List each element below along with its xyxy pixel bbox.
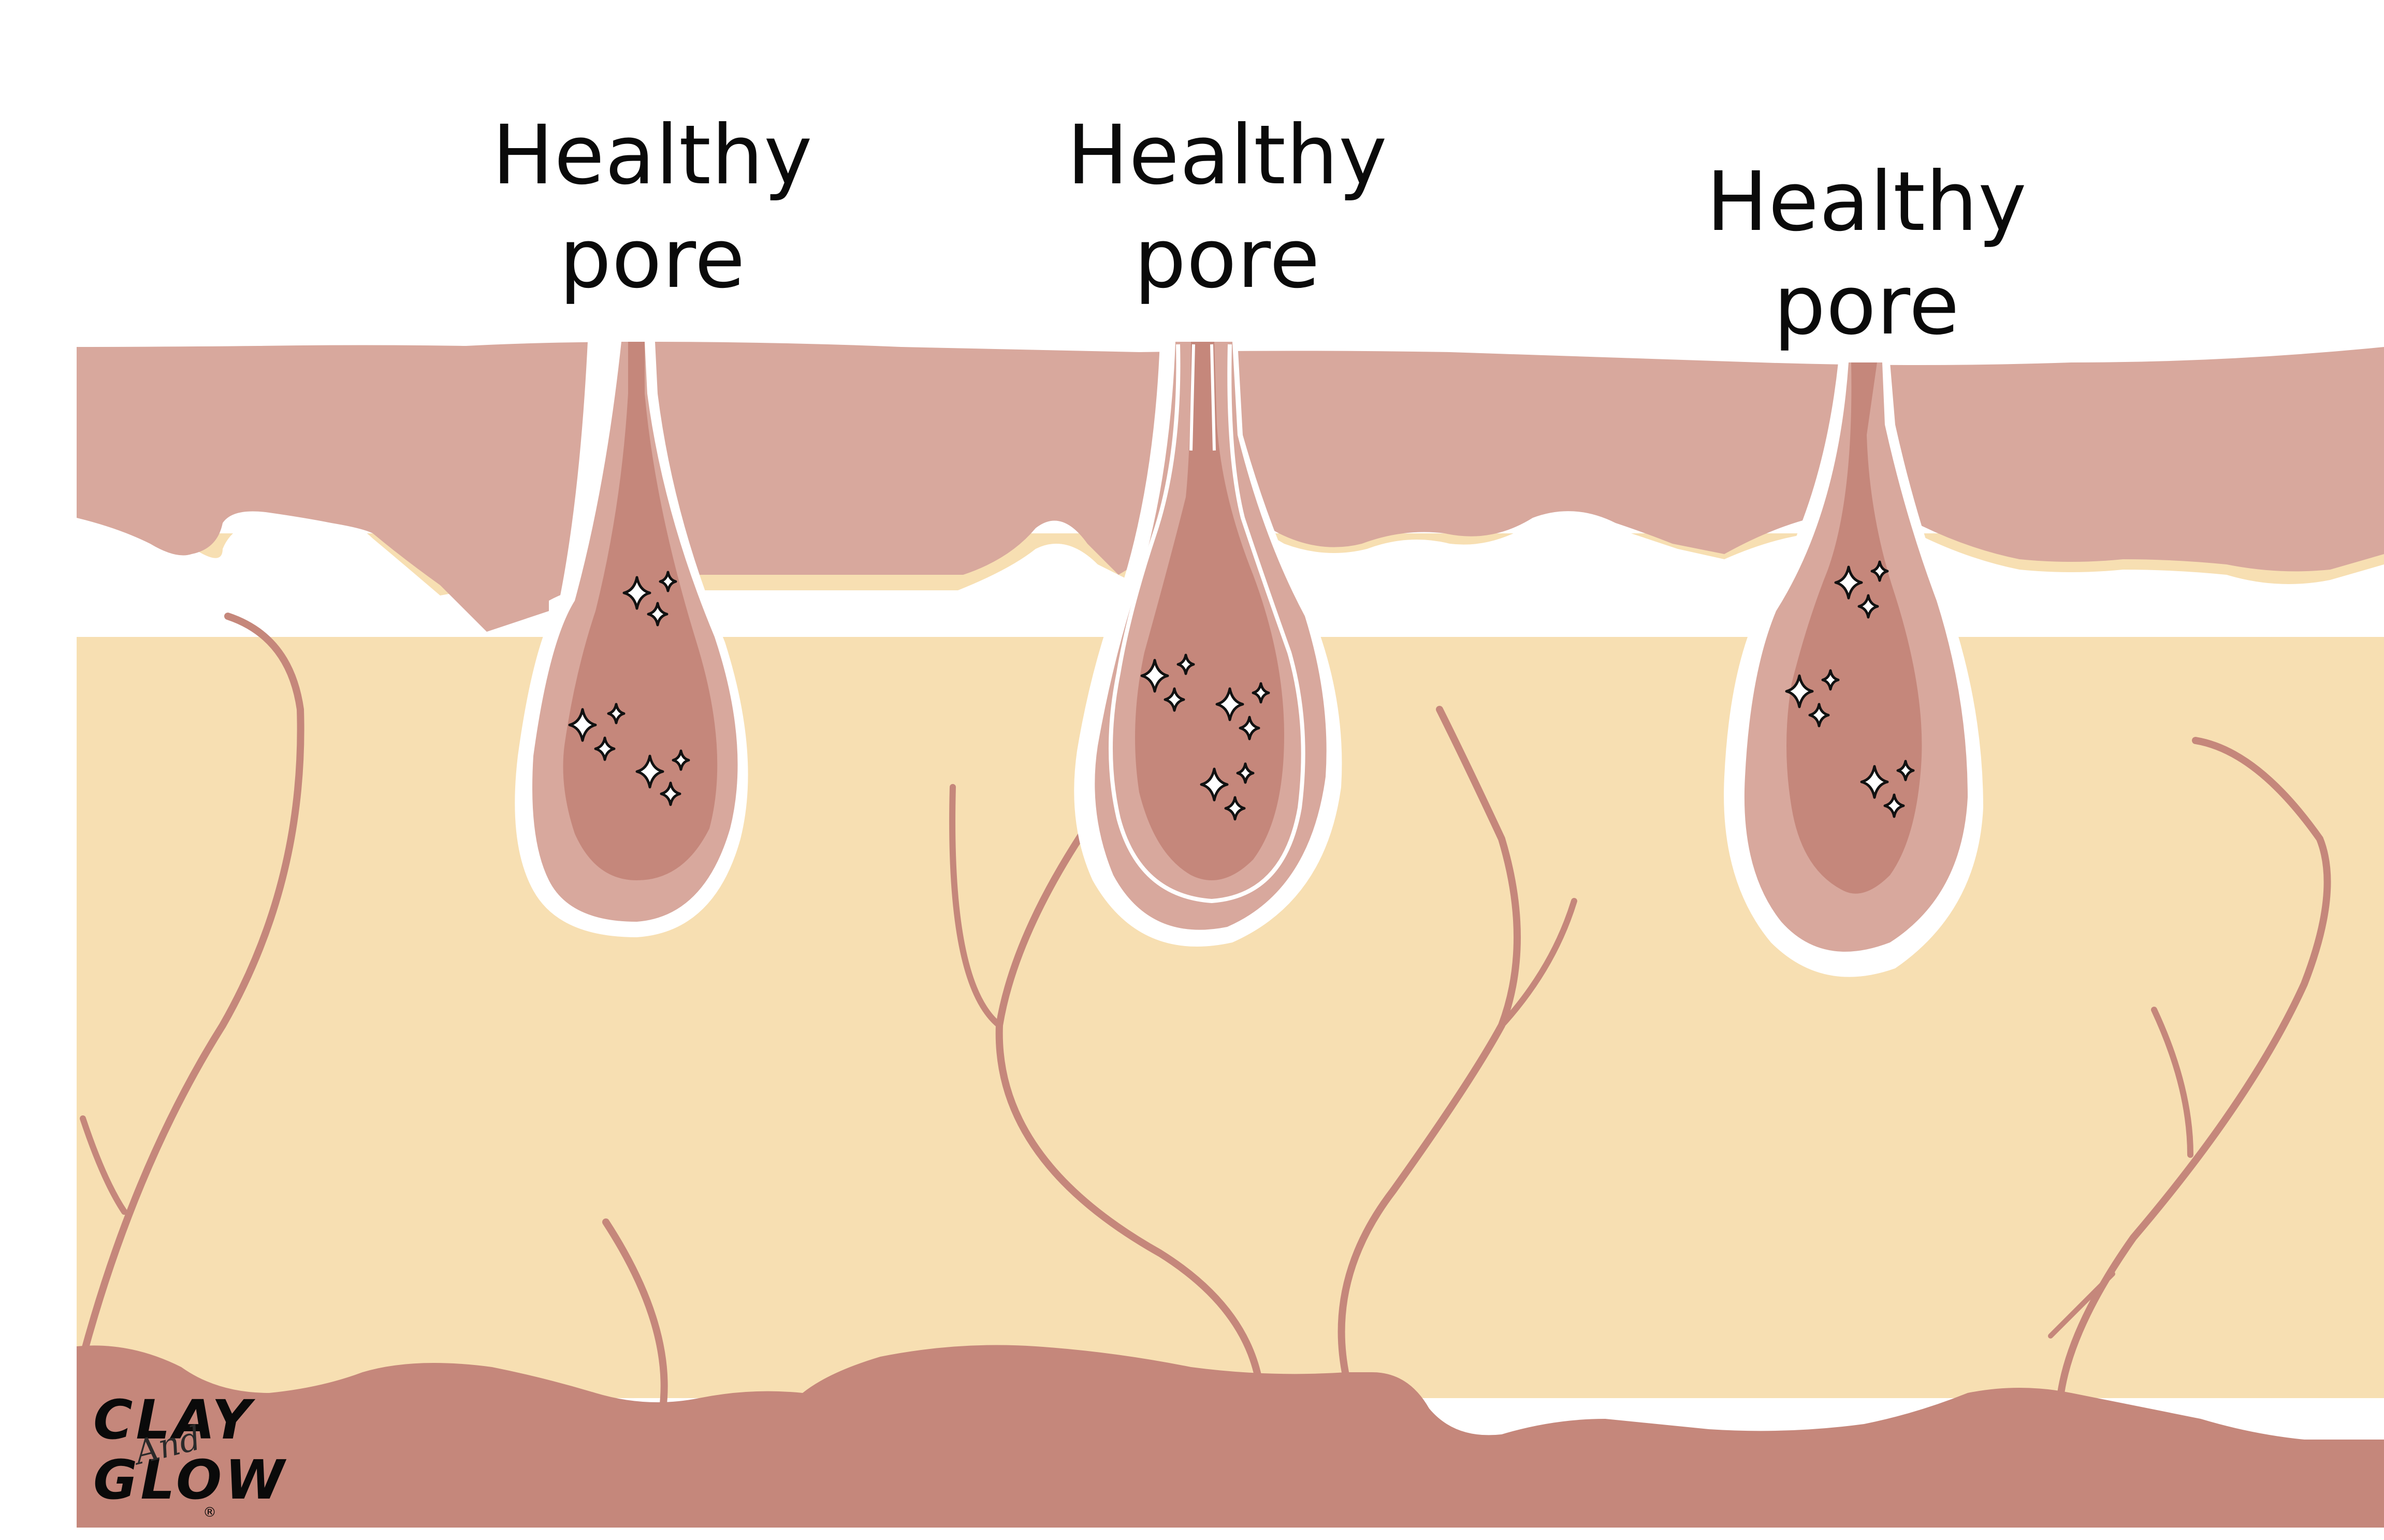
sparkle-icon <box>1785 560 1915 818</box>
brand-word-clay: CLAY <box>93 1388 254 1451</box>
brand-logo: CLAY And GLOW ® <box>93 1388 288 1522</box>
pore-label-3-line1: Healthy <box>1706 154 2027 250</box>
blood-vessels <box>79 613 2331 1412</box>
pore-3 <box>1724 362 1983 977</box>
pore-label-3: Healthy pore <box>1670 150 2063 357</box>
pore-label-2-line2: pore <box>1134 211 1320 307</box>
pore-label-1-line1: Healthy <box>492 108 813 203</box>
pore-label-1: Healthy pore <box>456 104 849 311</box>
pore-2 <box>1074 342 1342 947</box>
pore-label-2: Healthy pore <box>1030 104 1424 311</box>
pore-label-1-line2: pore <box>559 211 746 307</box>
brand-word-glow: GLOW <box>93 1448 288 1512</box>
base-layer <box>77 1345 2384 1528</box>
pore-1 <box>515 342 748 937</box>
pore-label-2-line1: Healthy <box>1067 108 1388 203</box>
sparkle-icon <box>1140 653 1270 821</box>
registered-mark: ® <box>203 1505 216 1520</box>
pore-label-3-line2: pore <box>1774 258 1960 353</box>
sparkle-icon <box>568 571 690 806</box>
